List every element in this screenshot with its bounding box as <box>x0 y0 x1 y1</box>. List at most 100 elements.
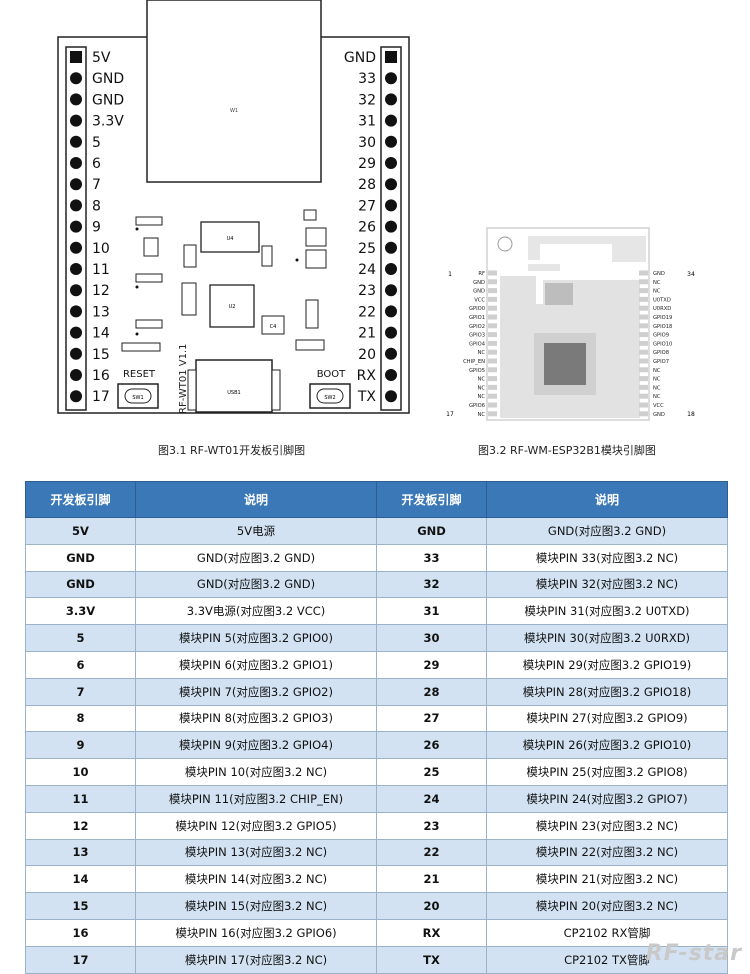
table-cell-desc: 模块PIN 13(对应图3.2 NC) <box>135 838 377 867</box>
r-part-4 <box>305 249 327 269</box>
pin-hole <box>70 241 82 254</box>
module-right-pin-label: U0TXD <box>653 297 671 303</box>
r-part-1 <box>143 237 159 257</box>
pin-hole <box>70 263 82 275</box>
table-cell-desc: CP2102 RX管脚 <box>486 918 728 947</box>
table-cell-desc: 模块PIN 22(对应图3.2 NC) <box>486 838 728 867</box>
pin-hole <box>385 241 397 254</box>
right-pin-label: 29 <box>358 156 376 172</box>
table-cell-pin: RX <box>376 918 487 947</box>
u4-label: U4 <box>227 236 234 242</box>
module-pad <box>639 323 648 329</box>
module-pad <box>488 384 497 390</box>
table-cell-desc: 模块PIN 20(对应图3.2 NC) <box>486 892 728 920</box>
module-w1-label: W1 <box>230 108 238 114</box>
boot-button-cap <box>316 388 344 404</box>
module-left-pin-label: GPIO4 <box>469 341 486 347</box>
pin-hole <box>385 390 397 403</box>
module-left-pin-label: NC <box>477 377 485 383</box>
module-pad <box>488 411 497 417</box>
pin-square <box>385 51 397 63</box>
module-pad <box>488 402 497 408</box>
left-pin-label: 7 <box>92 177 101 193</box>
module-num-34: 34 <box>687 271 695 278</box>
table-cell-pin: GND <box>376 517 487 545</box>
module-pad <box>639 279 648 285</box>
module-left-pin-label: GPIO1 <box>469 315 485 321</box>
r-part-6 <box>295 339 325 351</box>
left-pin-label: 13 <box>92 304 110 320</box>
table-cell-desc: 模块PIN 6(对应图3.2 GPIO1) <box>135 650 377 679</box>
module-pad <box>488 340 497 346</box>
module-right-pin-label: GPIO8 <box>653 350 669 356</box>
table-cell-desc: 模块PIN 15(对应图3.2 NC) <box>135 892 377 920</box>
module-left-pin-label: NC <box>477 412 485 418</box>
module-pad <box>639 358 648 364</box>
dot-3 <box>135 332 139 336</box>
pin-hole <box>70 220 82 233</box>
module-pad <box>488 279 497 285</box>
pin-hole <box>70 157 82 169</box>
watermark-logo: RF-star <box>645 941 742 966</box>
module-caption: 图3.2 RF-WM-ESP32B1模块引脚图 <box>478 444 656 457</box>
table-cell-pin: 26 <box>376 731 487 760</box>
pin-hole <box>385 284 397 297</box>
pin-hole <box>385 326 397 339</box>
u2-label: U2 <box>229 304 236 310</box>
table-cell-desc: 模块PIN 28(对应图3.2 GPIO18) <box>486 677 728 706</box>
table-cell-desc: GND(对应图3.2 GND) <box>135 570 377 599</box>
table-cell-pin: 5V <box>25 517 136 545</box>
header-board-pin-2: 开发板引脚 <box>376 481 487 518</box>
c4-label: C4 <box>270 324 277 330</box>
left-pin-label: 10 <box>92 241 110 257</box>
usb-label: USB1 <box>227 390 240 396</box>
pin-hole <box>385 347 397 360</box>
module-pad <box>488 358 497 364</box>
left-pin-label: 12 <box>92 283 110 299</box>
pin-hole <box>385 220 397 233</box>
pin-square <box>70 51 82 63</box>
module-left-pin-label: CHIP_EN <box>463 359 485 365</box>
module-pad <box>639 402 648 408</box>
table-cell-pin: 25 <box>376 758 487 786</box>
board-caption: 图3.1 RF-WT01开发板引脚图 <box>158 444 306 457</box>
module-right-pin-label: GPIO19 <box>653 315 672 321</box>
boot-label: BOOT <box>317 369 346 380</box>
left-pin-label: 15 <box>92 347 110 363</box>
module-left-pin-label: RF <box>478 271 485 277</box>
module-right-pin-label: GPIO9 <box>653 333 669 339</box>
u2-chip <box>209 284 255 328</box>
module-left-pin-label: NC <box>477 394 485 400</box>
module-pad <box>488 393 497 399</box>
left-pin-label: 14 <box>92 326 110 342</box>
module-right-pin-label: GPIO18 <box>653 324 672 330</box>
module-w1-outline <box>146 0 322 183</box>
table-cell-desc: 模块PIN 17(对应图3.2 NC) <box>135 945 377 974</box>
pin-hole <box>385 178 397 191</box>
module-num-1: 1 <box>448 271 452 278</box>
module-left-pin-label: NC <box>477 385 485 391</box>
right-pin-label: 23 <box>358 283 376 299</box>
module-right-pin-label: NC <box>653 280 661 286</box>
right-pin-label: 31 <box>358 114 376 130</box>
table-cell-desc: 模块PIN 29(对应图3.2 GPIO19) <box>486 650 728 679</box>
module-right-pin-label: NC <box>653 385 661 391</box>
pin-hole <box>70 135 82 148</box>
table-cell-pin: 33 <box>376 543 487 572</box>
module-left-pin-label: GND <box>473 289 485 295</box>
usb-tab-right <box>271 369 281 411</box>
table-cell-pin: 7 <box>25 677 136 706</box>
module-right-pin-label: GND <box>653 412 665 418</box>
module-left-pin-label: GND <box>473 280 485 286</box>
